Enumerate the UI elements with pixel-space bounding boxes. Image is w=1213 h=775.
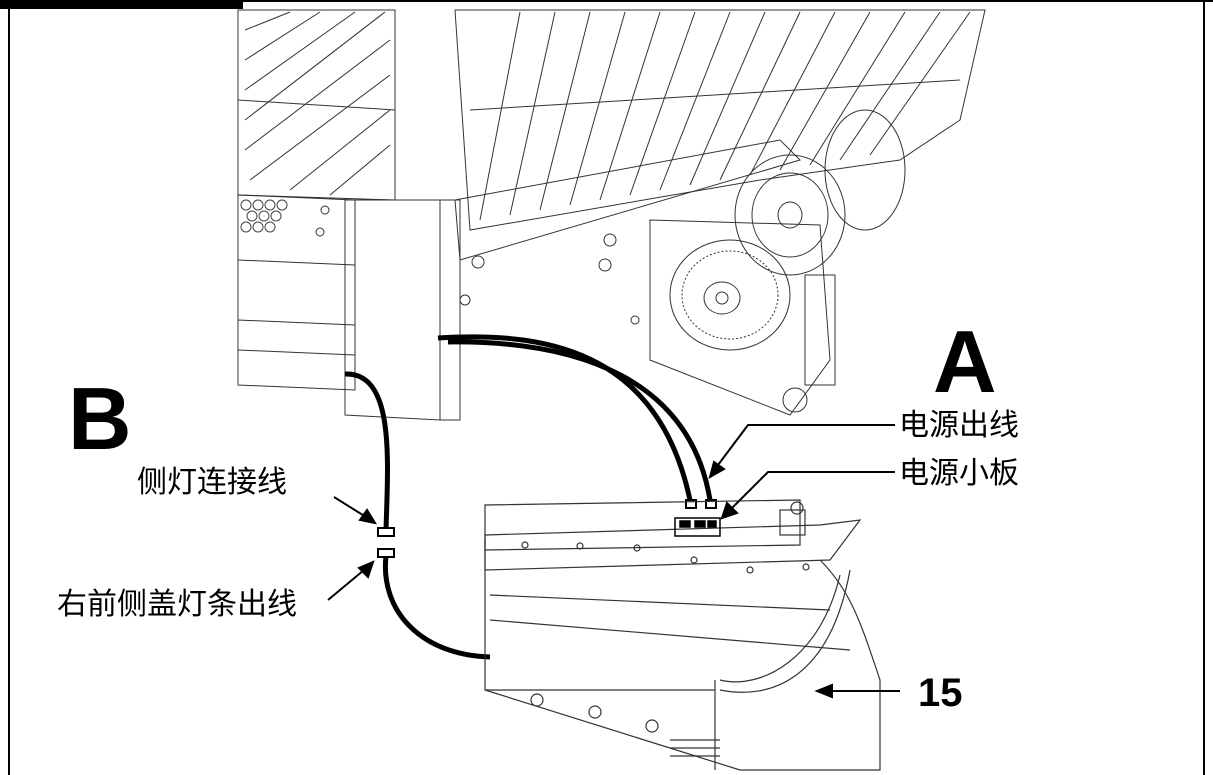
leader-power-outlet: [708, 424, 895, 480]
power-board-label: 电源小板: [899, 456, 1019, 491]
power-outlet-cable: [437, 334, 713, 501]
leader-light-strip-outlet: [327, 560, 375, 601]
header-tab-bar: [0, 0, 243, 9]
right-front-side-cover: [484, 499, 881, 771]
power-board: [674, 517, 721, 537]
power-outlet-connector-left: [685, 499, 697, 509]
left-deck-section: [237, 9, 471, 421]
section-a-label: A: [933, 312, 997, 411]
light-strip-connector: [377, 548, 395, 558]
motor-bracket: [471, 219, 836, 416]
leader-part-15: [814, 683, 900, 699]
side-light-cable: [344, 371, 390, 531]
power-outlet-label: 电源出线: [899, 408, 1019, 443]
power-outlet-connector-right: [705, 499, 717, 509]
rear-roller: [734, 109, 906, 276]
section-b-label: B: [68, 369, 132, 468]
treadmill-belt-section: [439, 9, 986, 421]
leader-side-light-cable: [333, 496, 378, 525]
light-strip-outlet-cable: [382, 555, 491, 660]
light-strip-outlet-label: 右前侧盖灯条出线: [57, 587, 297, 622]
part-number-label: 15: [918, 671, 963, 715]
side-light-cable-label: 侧灯连接线: [137, 465, 287, 500]
leader-power-board: [720, 471, 895, 520]
side-light-connector: [377, 527, 395, 537]
vent-holes: [240, 199, 288, 233]
